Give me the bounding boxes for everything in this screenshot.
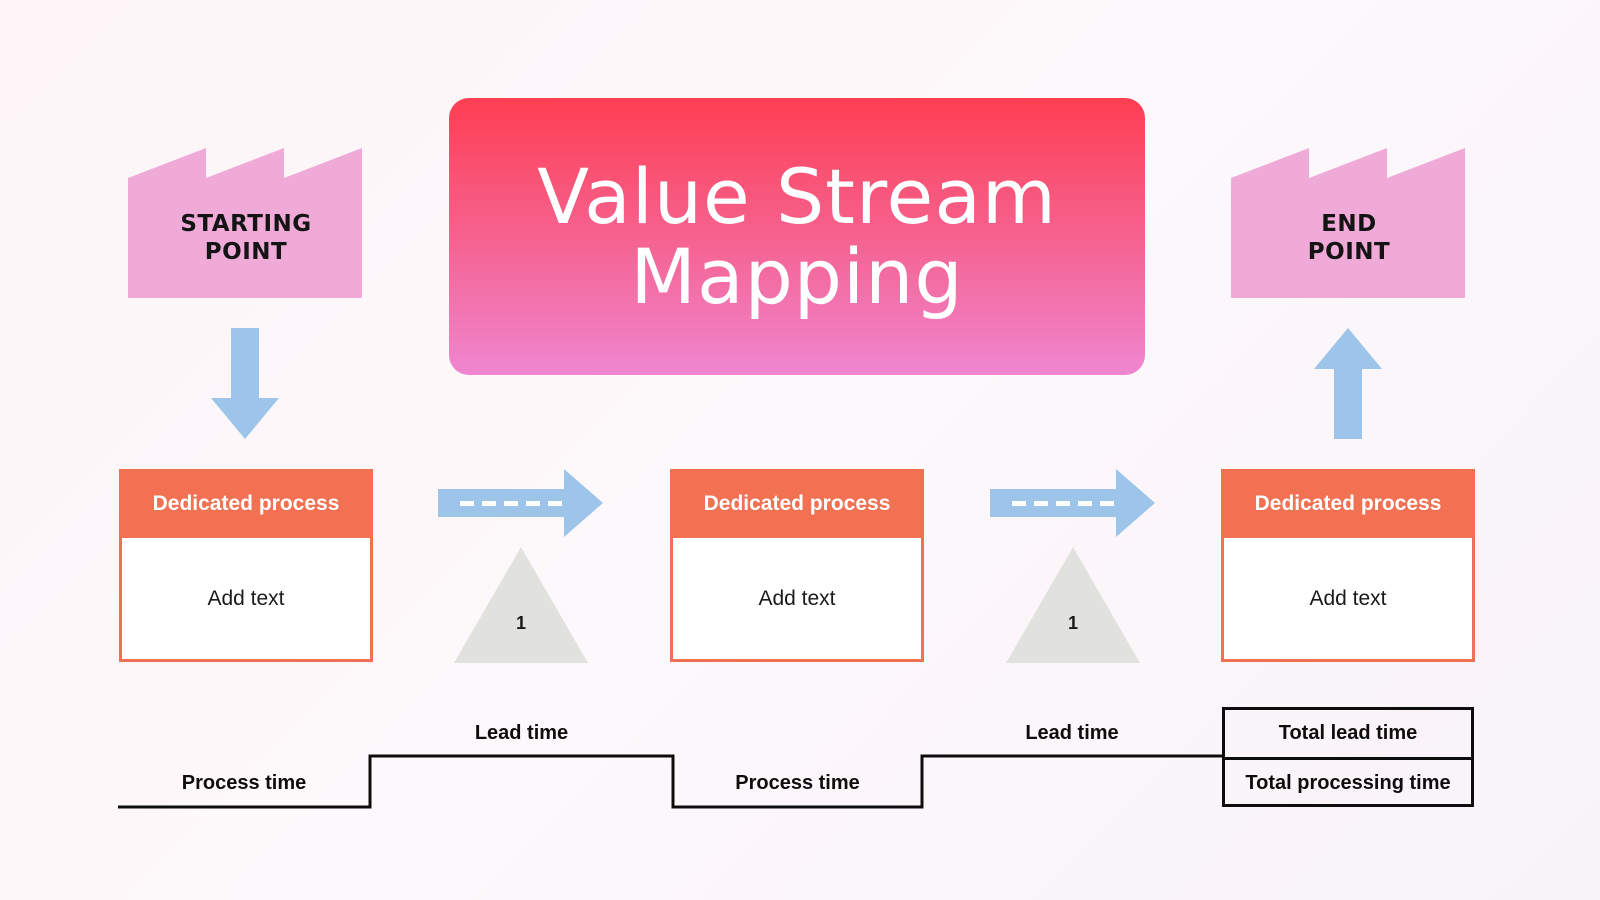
totals-table: Total lead time Total processing time	[1222, 707, 1474, 807]
inventory-1: 1	[454, 547, 588, 663]
end-point-factory: END POINT	[1231, 148, 1467, 300]
title-line-2: Mapping	[630, 231, 964, 321]
process-header: Dedicated process	[119, 469, 373, 538]
inventory-triangle-icon	[1006, 547, 1140, 663]
arrow-down-icon	[211, 328, 279, 439]
process-box-1[interactable]: Dedicated process Add text	[119, 469, 373, 662]
process-body[interactable]: Add text	[758, 586, 836, 610]
end-point-line-1: END	[1321, 211, 1377, 237]
process-time-label: Process time	[181, 772, 307, 794]
title-banner: Value Stream Mapping	[449, 98, 1145, 375]
end-point-line-2: POINT	[1307, 239, 1391, 265]
starting-point-line-1: STARTING	[180, 211, 312, 237]
push-arrow-icon	[990, 469, 1155, 537]
push-arrow-icon	[438, 469, 603, 537]
inventory-value: 1	[1067, 613, 1078, 633]
process-body[interactable]: Add text	[1309, 586, 1387, 610]
title-line-1: Value Stream	[537, 151, 1057, 241]
process-header: Dedicated process	[1221, 469, 1475, 538]
factory-icon	[1231, 148, 1465, 298]
starting-point-label: STARTING POINT	[128, 210, 364, 266]
process-box-2[interactable]: Dedicated process Add text	[670, 469, 924, 662]
end-point-label: END POINT	[1231, 210, 1467, 266]
factory-icon	[128, 148, 362, 298]
starting-point-factory: STARTING POINT	[128, 148, 364, 300]
process-box-3[interactable]: Dedicated process Add text	[1221, 469, 1475, 662]
total-processing-time: Total processing time	[1245, 772, 1451, 794]
inventory-triangle-icon	[454, 547, 588, 663]
inventory-2: 1	[1006, 547, 1140, 663]
process-body[interactable]: Add text	[207, 586, 285, 610]
total-lead-time: Total lead time	[1225, 710, 1471, 760]
inventory-value: 1	[515, 613, 526, 633]
process-time-label: Process time	[735, 772, 860, 794]
lead-time-label: Lead time	[1025, 722, 1119, 744]
arrow-up-icon	[1314, 328, 1382, 439]
lead-time-label: Lead time	[474, 722, 569, 744]
process-header: Dedicated process	[670, 469, 924, 538]
starting-point-line-2: POINT	[204, 239, 288, 265]
